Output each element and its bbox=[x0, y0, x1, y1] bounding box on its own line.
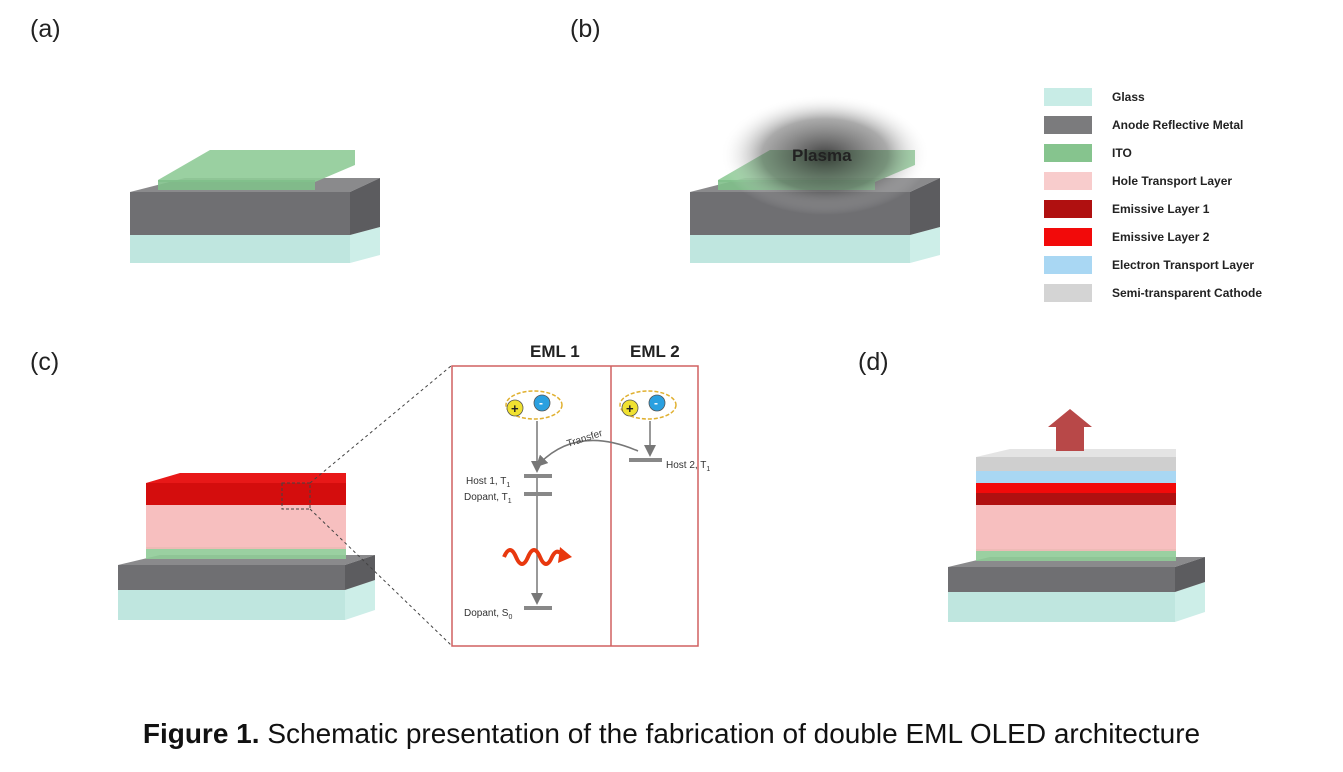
legend-label-ito: ITO bbox=[1112, 146, 1132, 160]
host1-label: Host 1, T1 bbox=[466, 476, 510, 489]
hole-icon bbox=[621, 399, 639, 417]
panel-label-c: (c) bbox=[30, 348, 60, 376]
legend-item-eml2: Emissive Layer 2 bbox=[1044, 228, 1210, 246]
eml2-title: EML 2 bbox=[630, 342, 680, 361]
electron-icon bbox=[533, 394, 551, 412]
figure-caption: Figure 1. Schematic presentation of the … bbox=[0, 718, 1343, 750]
legend-item-eml1: Emissive Layer 1 bbox=[1044, 200, 1210, 218]
legend-item-ito: ITO bbox=[1044, 144, 1132, 162]
legend-item-etl: Electron Transport Layer bbox=[1044, 256, 1254, 274]
host2-label: Host 2, T1 bbox=[666, 460, 710, 473]
legend-item-glass: Glass bbox=[1044, 88, 1145, 106]
plasma-cloud bbox=[720, 95, 930, 215]
panel-d-device bbox=[948, 409, 1205, 622]
legend-label-eml2: Emissive Layer 2 bbox=[1112, 230, 1210, 244]
exciton-eml2 bbox=[619, 390, 677, 420]
panel-label-d: (d) bbox=[858, 348, 889, 376]
legend-label-htl: Hole Transport Layer bbox=[1112, 174, 1232, 188]
legend-item-anode: Anode Reflective Metal bbox=[1044, 116, 1243, 134]
emission-wave-icon bbox=[502, 548, 562, 566]
ito-layer-a bbox=[158, 150, 355, 182]
panel-b-device bbox=[690, 95, 940, 263]
plus-sign: + bbox=[626, 401, 634, 416]
legend-item-cathode: Semi-transparent Cathode bbox=[1044, 284, 1262, 302]
hole-icon bbox=[506, 399, 524, 417]
legend-label-eml1: Emissive Layer 1 bbox=[1112, 202, 1210, 216]
eml-layer-c bbox=[146, 473, 346, 483]
caption-bold: Figure 1. bbox=[142, 718, 260, 749]
energy-diagram: EML 1 EML 2 + - + - Transfer Host 1, T1 … bbox=[451, 342, 710, 647]
htl-layer-c bbox=[146, 503, 346, 549]
legend-label-etl: Electron Transport Layer bbox=[1112, 258, 1254, 272]
caption-text: Schematic presentation of the fabricatio… bbox=[259, 718, 1201, 749]
eml-frame bbox=[451, 365, 699, 647]
transfer-label: Transfer bbox=[566, 428, 605, 450]
eml1-title: EML 1 bbox=[530, 342, 580, 361]
panel-label-a: (a) bbox=[30, 15, 61, 43]
legend: Glass Anode Reflective Metal ITO Hole Tr… bbox=[1044, 88, 1262, 302]
legend-label-anode: Anode Reflective Metal bbox=[1112, 118, 1243, 132]
light-up-arrow-icon bbox=[1048, 409, 1092, 451]
panel-c-device bbox=[118, 473, 375, 620]
panel-a-device bbox=[130, 150, 380, 263]
legend-label-cathode: Semi-transparent Cathode bbox=[1112, 286, 1262, 300]
plus-sign: + bbox=[511, 401, 519, 416]
dopant-s0-label: Dopant, S0 bbox=[464, 608, 512, 621]
electron-icon bbox=[648, 394, 666, 412]
panel-label-b: (b) bbox=[570, 15, 601, 43]
minus-sign: - bbox=[539, 396, 543, 410]
legend-item-htl: Hole Transport Layer bbox=[1044, 172, 1232, 190]
exciton-eml1 bbox=[505, 390, 563, 420]
minus-sign: - bbox=[654, 396, 658, 410]
plasma-label: Plasma bbox=[792, 146, 852, 165]
dopant-t1-label: Dopant, T1 bbox=[464, 492, 512, 505]
legend-label-glass: Glass bbox=[1112, 90, 1145, 104]
